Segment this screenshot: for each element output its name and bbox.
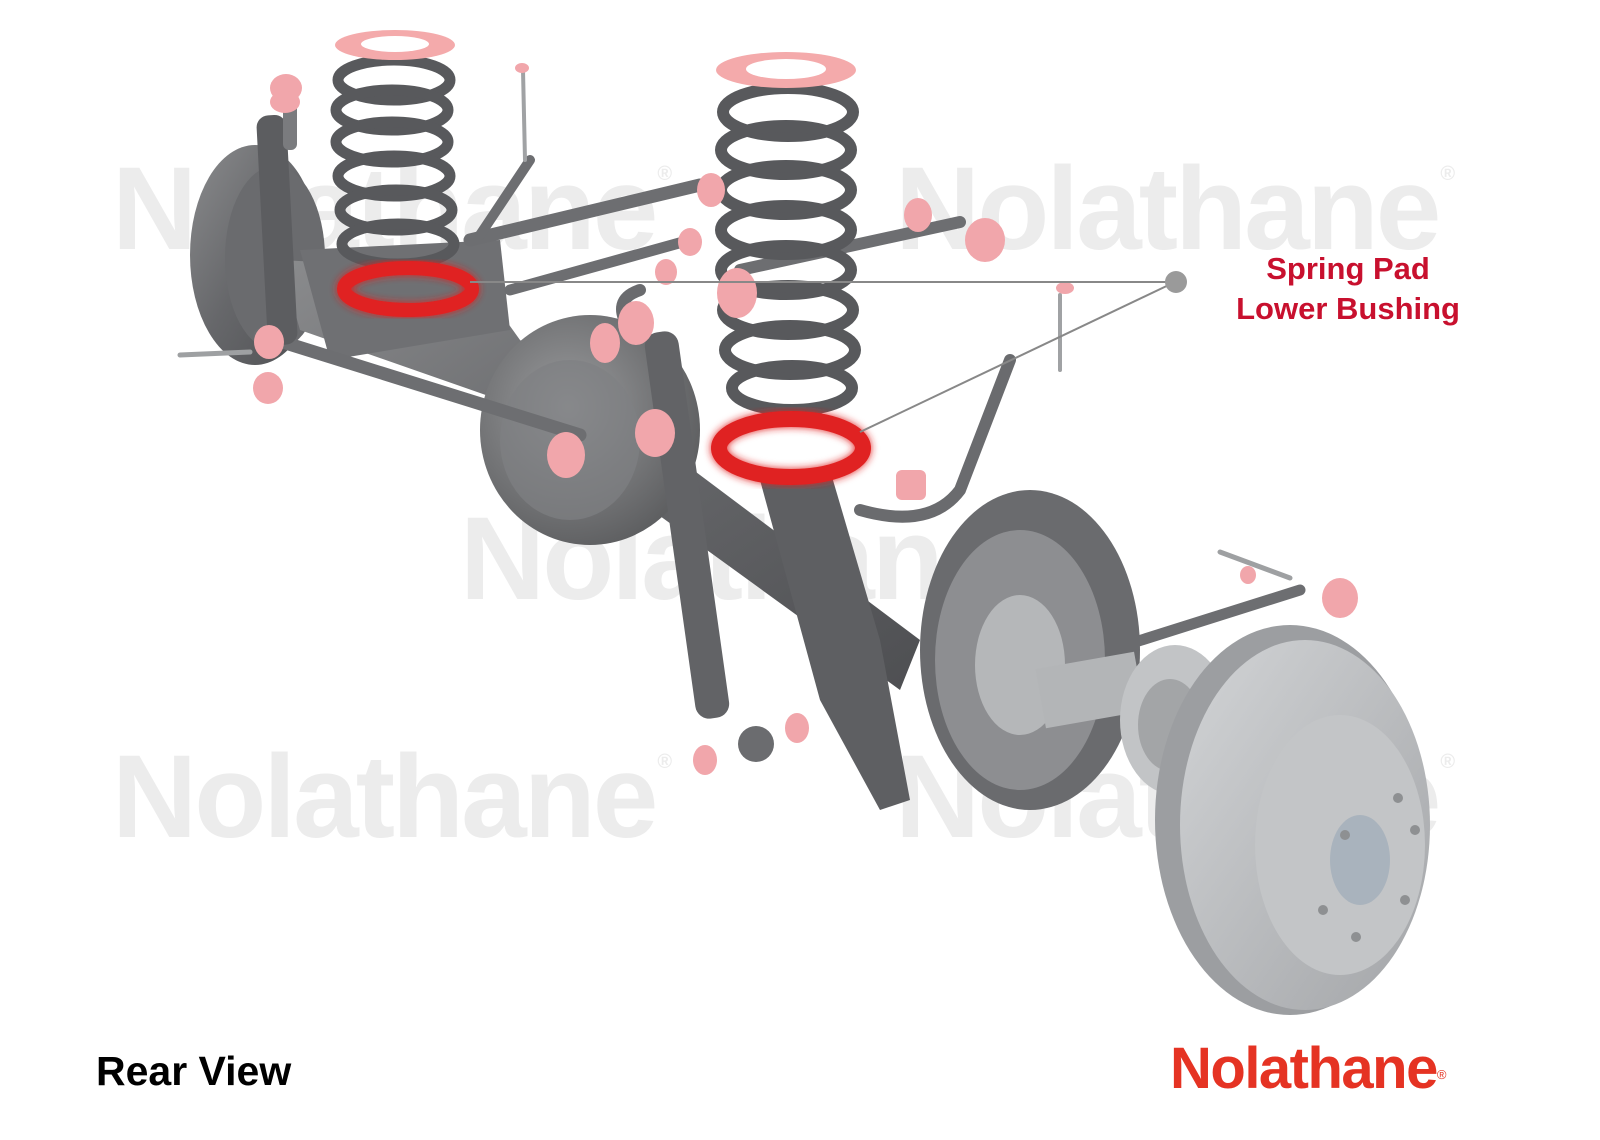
left-coil-spring <box>330 54 460 270</box>
brand-logo: Nolathane® <box>1170 1036 1447 1102</box>
registered-mark: ® <box>1436 1067 1447 1082</box>
callout-anchor-dot <box>1165 271 1187 293</box>
right-coil-spring <box>715 82 861 416</box>
right-backing-plate <box>920 490 1140 810</box>
callout-line-2: Lower Bushing <box>1236 291 1460 326</box>
brand-name: Nolathane <box>1170 1036 1438 1101</box>
lower-spring-pad-right <box>711 411 871 485</box>
control-arms <box>177 155 1306 656</box>
callout-label: Spring Pad Lower Bushing <box>1236 249 1460 329</box>
callout-line-1: Spring Pad <box>1266 251 1430 286</box>
watermark: Nolathane® <box>112 731 672 863</box>
right-backing-plate-bracket <box>760 470 910 810</box>
polyurethane-bushings <box>253 63 1358 775</box>
lower-spring-pad-left <box>337 261 479 317</box>
right-brake-rotor <box>1155 625 1430 1015</box>
upper-spring-pads <box>335 30 856 88</box>
view-label: Rear View <box>96 1048 292 1094</box>
sway-bar <box>521 68 1062 523</box>
callout-leader-lines <box>470 271 1187 433</box>
